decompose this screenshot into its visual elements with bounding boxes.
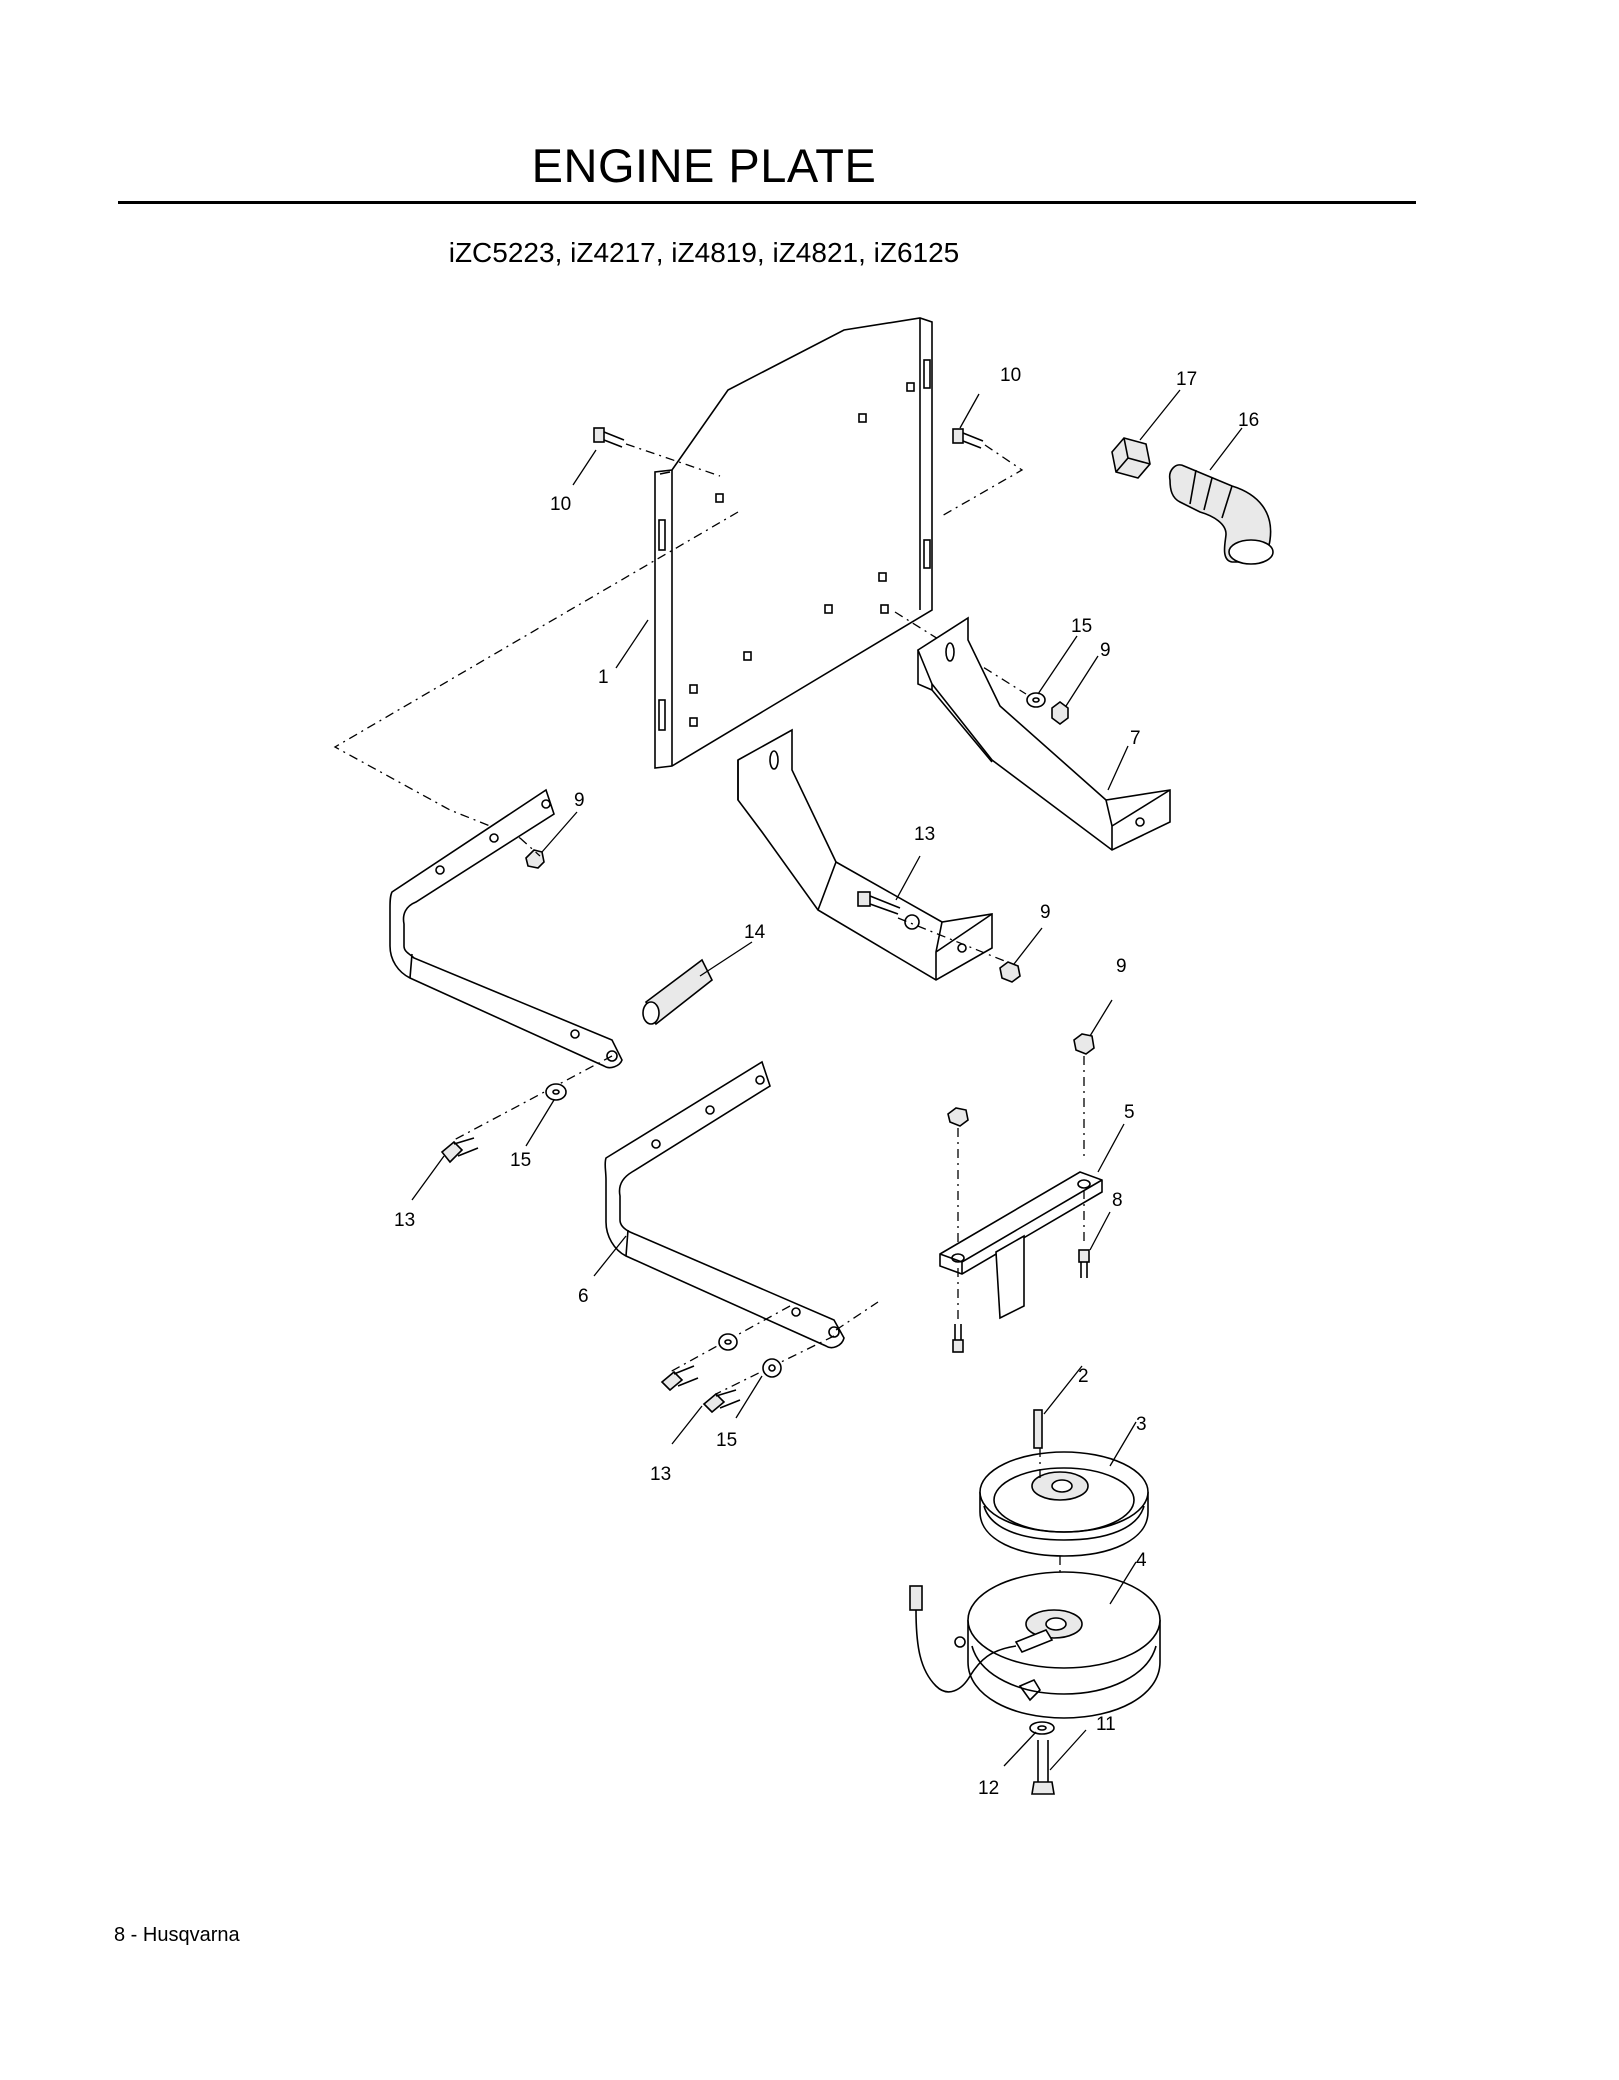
callout-17: 17 xyxy=(1176,369,1197,390)
model-list: iZC5223, iZ4217, iZ4819, iZ4821, iZ6125 xyxy=(448,237,960,268)
callout-13-lower: 13 xyxy=(650,1464,671,1485)
callout-5: 5 xyxy=(1124,1102,1135,1123)
callout-12: 12 xyxy=(978,1778,999,1799)
elbow-fitting-part-16 xyxy=(1168,464,1274,565)
bolt-part-13-left xyxy=(440,1137,479,1164)
washer-part-15-upper xyxy=(1026,692,1046,708)
engine-plate-part-1 xyxy=(654,317,933,769)
nut-part-9-upper xyxy=(1051,701,1069,725)
bolt-part-10-left xyxy=(593,427,625,448)
bolt-part-13-lower-b xyxy=(702,1389,741,1414)
bolt-part-11 xyxy=(1031,1740,1055,1795)
nut-part-17 xyxy=(1111,437,1151,479)
spacer-part-14 xyxy=(642,958,714,1026)
bolt-part-10-right xyxy=(952,428,984,449)
callout-6: 6 xyxy=(578,1286,589,1307)
callout-15-lower: 15 xyxy=(716,1430,737,1451)
callout-labels: 1 10 10 17 16 15 9 7 13 9 9 14 9 5 8 15 … xyxy=(394,365,1259,1799)
callout-8: 8 xyxy=(1112,1190,1123,1211)
callout-15-left: 15 xyxy=(510,1150,531,1171)
callout-2: 2 xyxy=(1078,1366,1089,1387)
page-footer: 8 - Husqvarna xyxy=(114,1924,240,1946)
clutch-part-4 xyxy=(909,1571,1161,1719)
callout-11: 11 xyxy=(1096,1714,1116,1735)
nut-part-9-left xyxy=(525,849,545,869)
bolt-part-13-lower-a xyxy=(660,1365,699,1392)
washer-part-15-left xyxy=(545,1083,567,1101)
callout-10-left: 10 xyxy=(550,494,571,515)
callout-14: 14 xyxy=(744,922,766,943)
center-bracket xyxy=(737,728,993,981)
bolt-part-8-left xyxy=(952,1324,964,1353)
callout-7: 7 xyxy=(1130,728,1141,749)
callout-4: 4 xyxy=(1136,1550,1147,1571)
page-title: ENGINE PLATE xyxy=(531,139,877,192)
callout-16: 16 xyxy=(1238,410,1259,431)
washer-part-15-lower-a xyxy=(718,1333,738,1351)
mounting-bracket-part-5 xyxy=(939,1171,1103,1320)
bolt-part-13-center xyxy=(857,891,920,930)
callout-13-center: 13 xyxy=(914,824,935,845)
nut-part-9-lower xyxy=(1073,1033,1095,1055)
pulley-part-3 xyxy=(979,1451,1149,1557)
nut-part-9-center xyxy=(999,961,1021,983)
bracket-part-7 xyxy=(917,616,1171,851)
key-part-2 xyxy=(1033,1409,1043,1449)
title-rule xyxy=(118,201,1416,204)
callout-9-upper: 9 xyxy=(1100,640,1111,661)
washer-part-15-lower-b xyxy=(762,1358,782,1378)
callout-9-lower: 9 xyxy=(1116,956,1127,977)
frame-bar-part-6 xyxy=(604,1060,845,1349)
bolt-part-8-right xyxy=(1078,1249,1090,1278)
nut-upper-left-part-5 xyxy=(947,1107,969,1127)
callout-1: 1 xyxy=(598,667,609,688)
callout-13-left: 13 xyxy=(394,1210,415,1231)
callout-9-left: 9 xyxy=(574,790,585,811)
frame-bar-left-upper xyxy=(389,788,623,1069)
callout-10-right: 10 xyxy=(1000,365,1021,386)
callout-3: 3 xyxy=(1136,1414,1147,1435)
washer-part-12 xyxy=(1029,1721,1055,1735)
callout-9-center: 9 xyxy=(1040,902,1051,923)
leader-lines xyxy=(411,389,1243,1771)
callout-15-upper: 15 xyxy=(1071,616,1092,637)
